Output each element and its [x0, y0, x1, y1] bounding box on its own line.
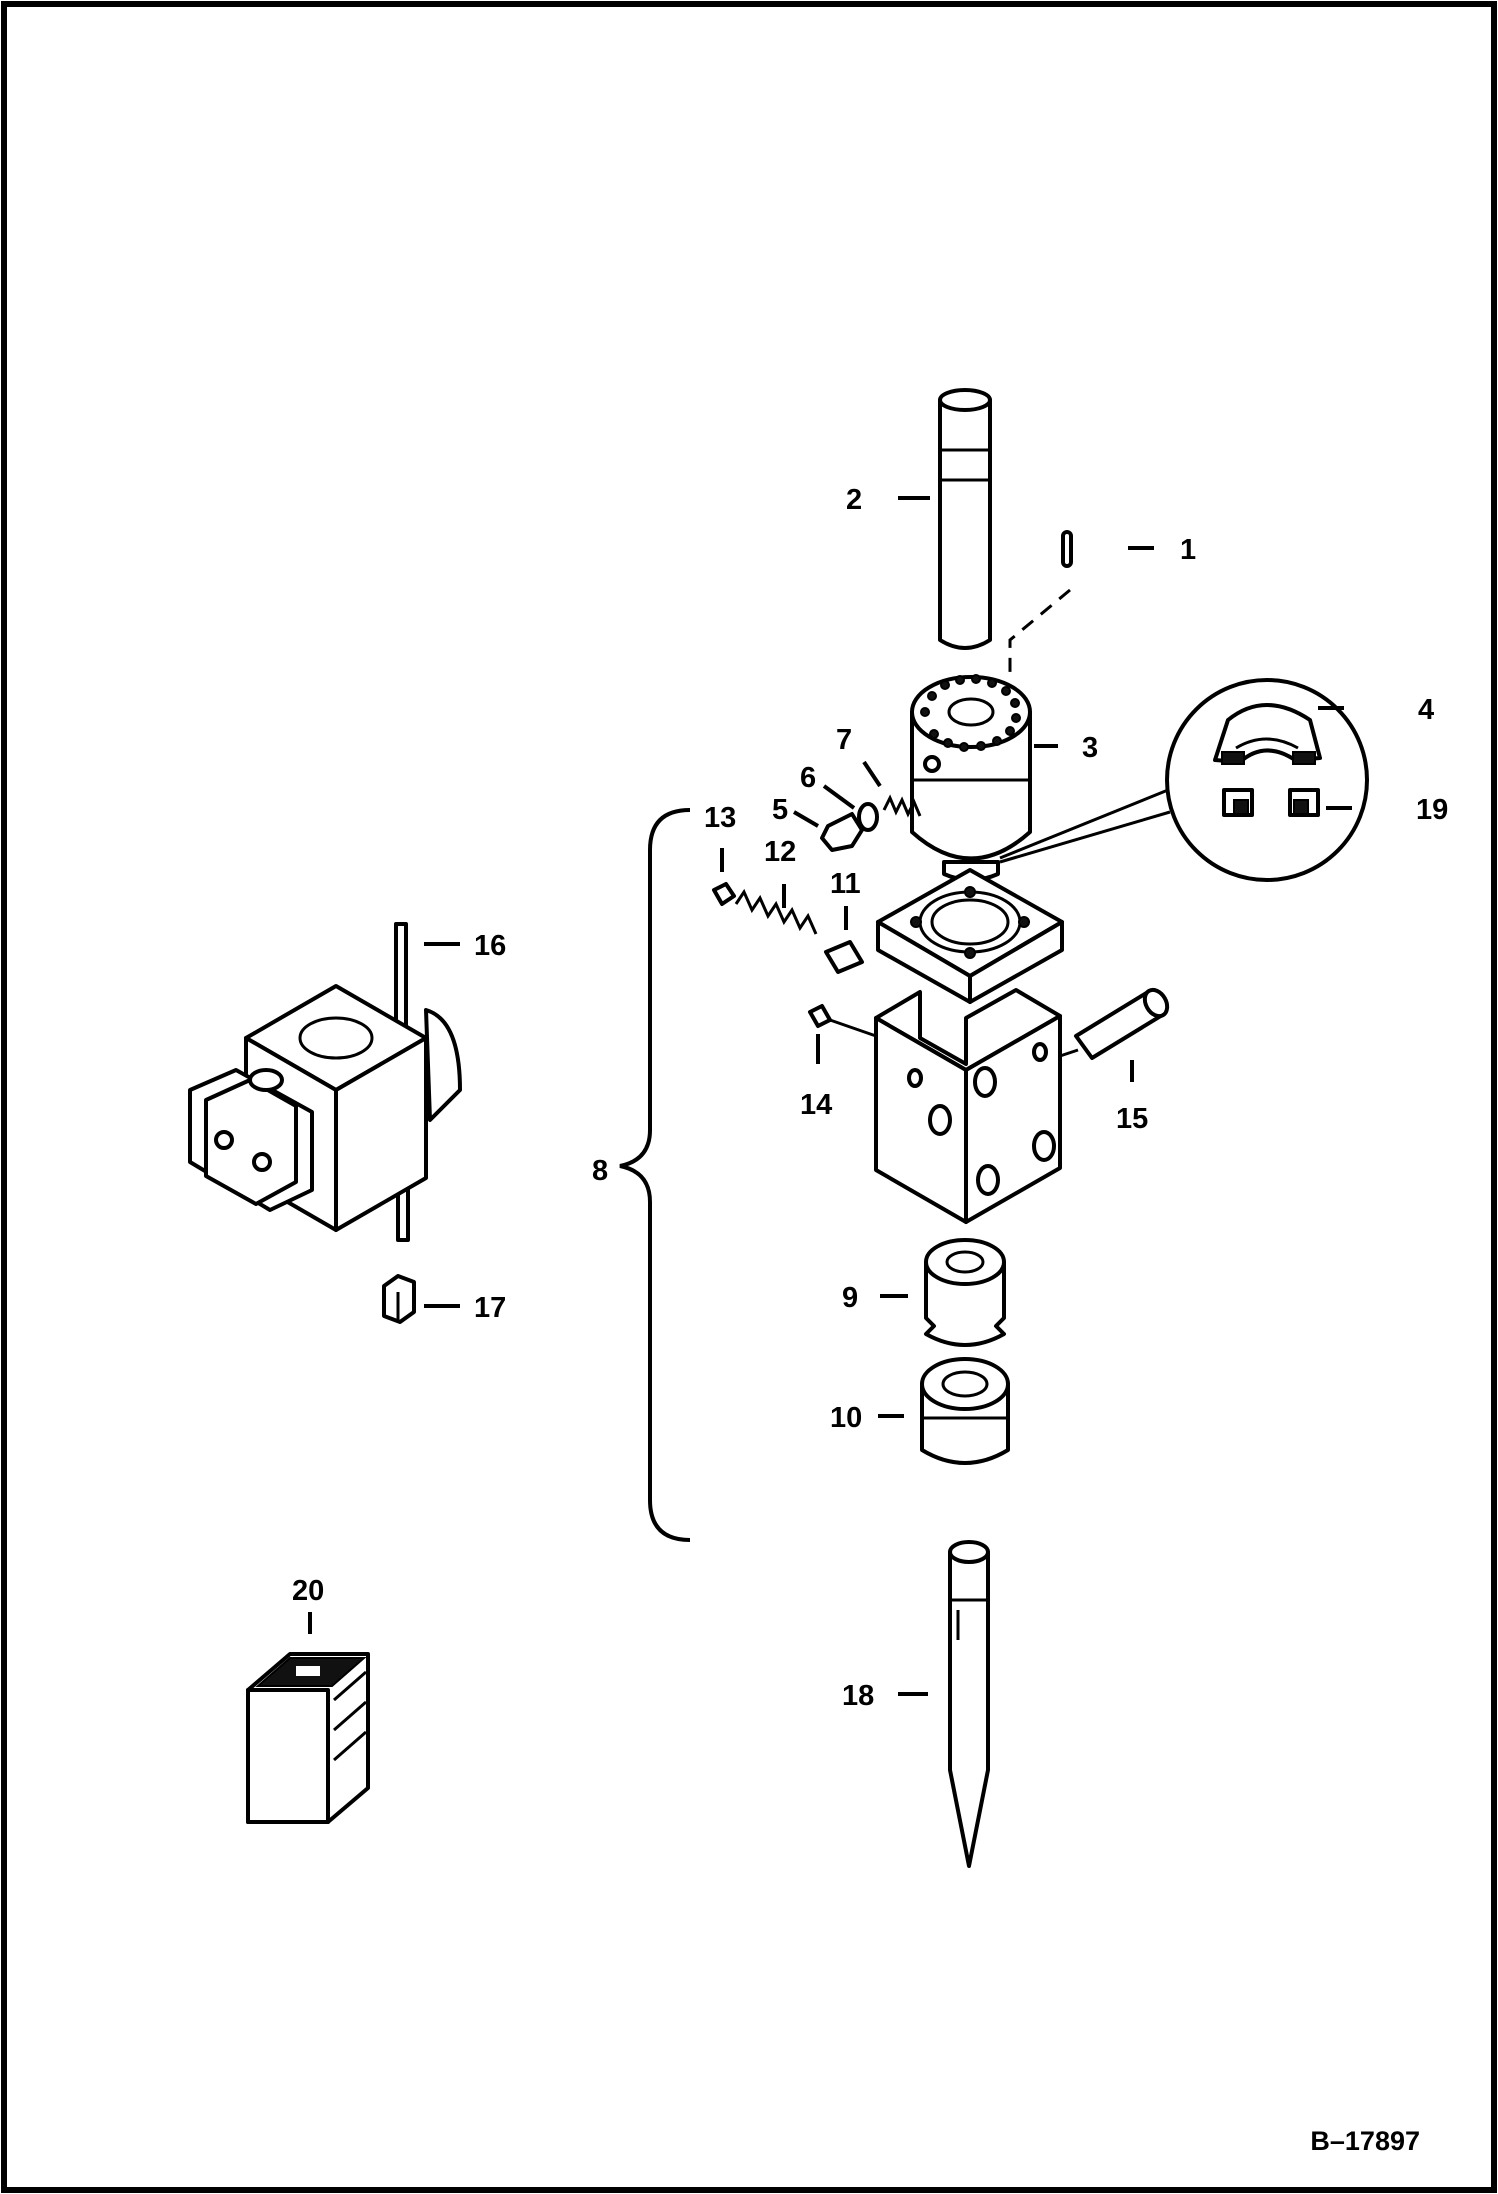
leader-lines [308, 496, 1352, 1696]
callout-4: 4 [1418, 694, 1434, 726]
part-1-dashed-line [1008, 588, 1071, 680]
part-5-plug [820, 812, 864, 852]
part-18-chisel [948, 1540, 990, 1868]
callout-19: 19 [1416, 794, 1448, 826]
part-7-spring [882, 794, 922, 818]
callout-16: 16 [474, 930, 506, 962]
detail-leader-lower [999, 810, 1171, 864]
valve-flange-plate [876, 868, 1064, 1004]
part-17-nut [382, 1274, 416, 1324]
drawing-reference-number: B–17897 [1310, 2126, 1420, 2156]
part-3-cylinder-head [910, 674, 1032, 882]
part-11-valve-spool [824, 940, 864, 974]
part-16-housing-assembly [188, 922, 462, 1242]
part-12-spring [734, 888, 818, 935]
part-13-plug [712, 882, 736, 906]
callout-2: 2 [846, 484, 862, 516]
part-20-decal-box [246, 1652, 370, 1824]
callout-13: 13 [704, 802, 736, 834]
seal-detail-circle [1165, 678, 1369, 882]
callout-20: 20 [292, 1575, 324, 1607]
callout-15: 15 [1116, 1103, 1148, 1135]
detail-leader-upper [999, 788, 1169, 860]
callout-17: 17 [474, 1292, 506, 1324]
callout-18: 18 [842, 1680, 874, 1712]
callout-11: 11 [830, 868, 861, 900]
callout-10: 10 [830, 1402, 862, 1434]
part-15-sleeve [1059, 987, 1170, 1060]
callout-5: 5 [772, 794, 788, 826]
part-1-pin [1061, 530, 1073, 568]
callout-8: 8 [592, 1155, 608, 1187]
callout-7: 7 [836, 724, 852, 756]
callout-9: 9 [842, 1282, 858, 1314]
callout-1: 1 [1180, 534, 1196, 566]
part-6-washer [857, 802, 879, 832]
part-2-piston [938, 388, 992, 650]
callout-14: 14 [800, 1089, 832, 1121]
callout-12: 12 [764, 836, 796, 868]
callout-3: 3 [1082, 732, 1098, 764]
part-9-bushing [924, 1238, 1006, 1347]
callout-6: 6 [800, 762, 816, 794]
part-10-bushing [920, 1357, 1010, 1465]
part-14-fitting [808, 1004, 877, 1038]
part-8-valve-body [874, 988, 1062, 1224]
group-8-brace [619, 808, 691, 1542]
